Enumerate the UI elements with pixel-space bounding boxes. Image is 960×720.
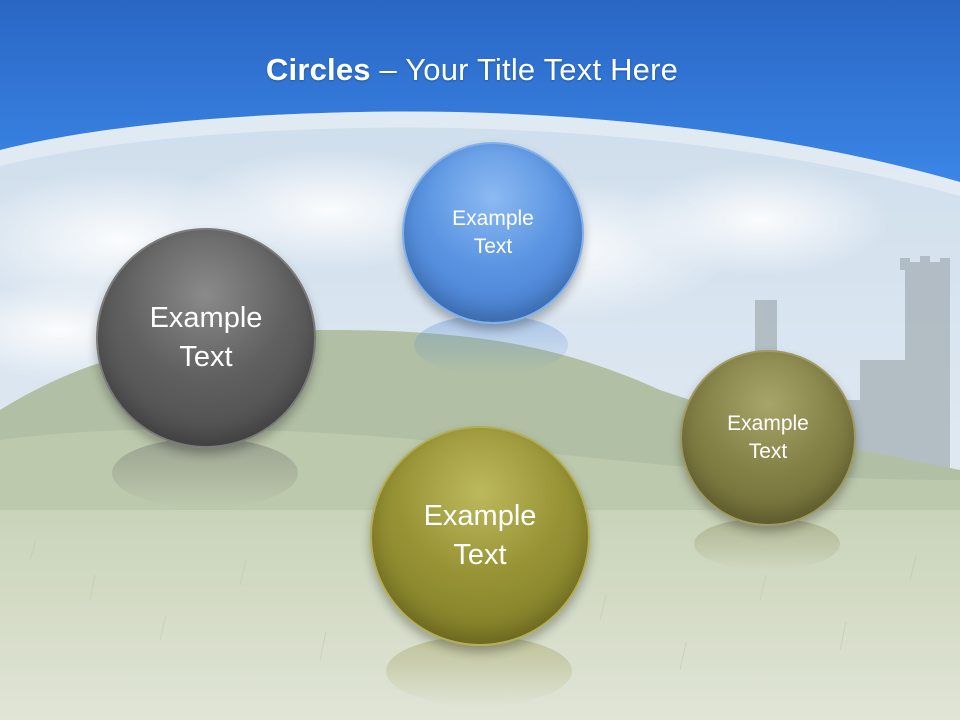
circle-label: Example Text bbox=[727, 411, 809, 463]
circle-reflection bbox=[386, 636, 572, 706]
title-text: Your Title Text Here bbox=[405, 52, 679, 87]
circle-gray: Example Text bbox=[96, 228, 316, 448]
circle-olive: Example Text bbox=[370, 426, 590, 646]
circle-reflection bbox=[112, 438, 298, 508]
slide-title: Circles – Your Title Text Here bbox=[0, 52, 944, 88]
circle-reflection bbox=[414, 315, 568, 375]
circle-khaki: Example Text bbox=[680, 350, 856, 526]
circle-label: Example Text bbox=[452, 206, 534, 258]
circle-blue: Example Text bbox=[402, 142, 584, 324]
circle-reflection bbox=[694, 518, 840, 570]
title-bold: Circles bbox=[265, 52, 371, 87]
circle-label: Example Text bbox=[423, 499, 537, 571]
circle-label: Example Text bbox=[149, 301, 263, 373]
title-dash: – bbox=[370, 52, 406, 87]
